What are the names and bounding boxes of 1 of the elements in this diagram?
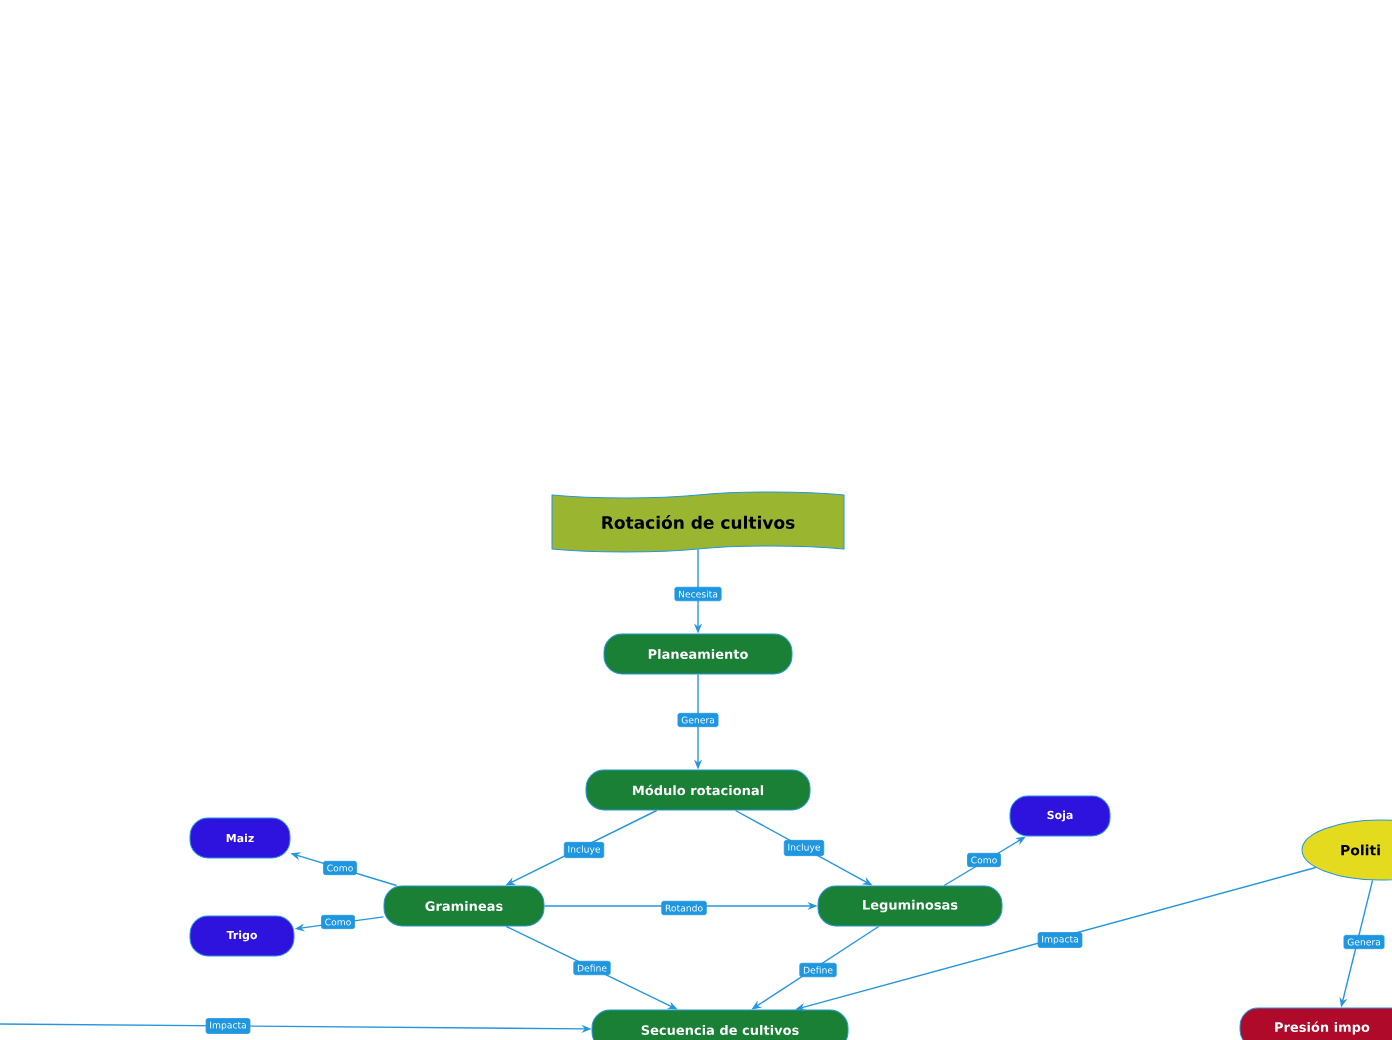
title-banner: Rotación de cultivos	[551, 491, 845, 553]
